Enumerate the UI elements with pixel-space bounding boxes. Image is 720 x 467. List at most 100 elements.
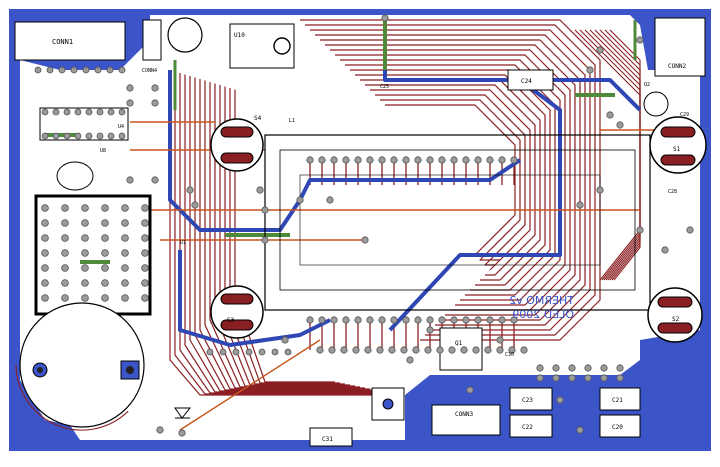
pad-via xyxy=(151,99,159,107)
pad-via xyxy=(596,186,604,194)
pad-via xyxy=(121,264,129,272)
pad-via xyxy=(85,132,93,140)
c30-label: C30 xyxy=(505,352,514,358)
pad-via xyxy=(496,346,504,354)
pad-via xyxy=(141,219,149,227)
bus-trace xyxy=(204,80,365,389)
pad-via xyxy=(450,156,458,164)
pad-via xyxy=(616,121,624,129)
pad-via xyxy=(436,346,444,354)
pad-via xyxy=(191,201,199,209)
pad-via xyxy=(466,386,474,394)
bus-trace xyxy=(380,99,521,261)
pad-via xyxy=(460,346,468,354)
pad-via xyxy=(81,249,89,257)
pad-via xyxy=(61,204,69,212)
switch-s1 xyxy=(649,116,707,174)
pad-via xyxy=(636,226,644,234)
pad-via xyxy=(536,364,544,372)
pad-via xyxy=(178,429,186,437)
oled-display-outline xyxy=(264,134,651,311)
pad-via xyxy=(342,316,350,324)
c22-body xyxy=(509,414,553,438)
bus-trace xyxy=(174,71,395,395)
pad-via xyxy=(306,156,314,164)
pad-via xyxy=(448,346,456,354)
pad-via xyxy=(296,196,304,204)
pad-via xyxy=(552,364,560,372)
u4-label: U4 xyxy=(118,124,124,130)
pad-via xyxy=(81,264,89,272)
power-trace xyxy=(383,20,562,332)
pad-via xyxy=(414,316,422,324)
u10-tab-hole xyxy=(273,37,291,55)
pad-via xyxy=(101,219,109,227)
pad-via xyxy=(318,316,326,324)
pad-via xyxy=(41,219,49,227)
u8-label: U8 xyxy=(100,148,106,154)
conn2-body xyxy=(654,17,706,77)
pad-via xyxy=(352,346,360,354)
conn3-body xyxy=(431,404,501,436)
pad-via xyxy=(101,204,109,212)
pad-via xyxy=(484,346,492,354)
pad-via xyxy=(258,348,266,356)
pad-via xyxy=(61,234,69,242)
pad-via xyxy=(330,316,338,324)
l1-label: L1 xyxy=(289,118,295,124)
pad-via xyxy=(600,364,608,372)
pad-via xyxy=(600,374,608,382)
c20-label: C20 xyxy=(612,424,623,431)
pad-via xyxy=(661,246,669,254)
pad-via xyxy=(70,66,78,74)
pad-via xyxy=(34,66,42,74)
pad-via xyxy=(390,316,398,324)
pad-via xyxy=(426,156,434,164)
pad-via xyxy=(256,186,264,194)
pad-via xyxy=(52,108,60,116)
pad-via xyxy=(74,132,82,140)
trimmer-wiper xyxy=(382,398,394,410)
arc-trace xyxy=(15,364,129,431)
s3-label: S3 xyxy=(227,317,235,324)
c21-label: C21 xyxy=(612,397,623,404)
pad-via xyxy=(63,132,71,140)
pad-via xyxy=(82,66,90,74)
pad-via xyxy=(596,46,604,54)
pad-via xyxy=(326,196,334,204)
bus-trace xyxy=(325,44,576,316)
transistor-top-body xyxy=(167,17,203,53)
pad-via xyxy=(156,426,164,434)
pad-via xyxy=(232,348,240,356)
switch-s4 xyxy=(210,118,264,172)
pad-via xyxy=(586,66,594,74)
pad-via xyxy=(101,279,109,287)
conn4-label: CONN4 xyxy=(142,68,157,74)
pad-via xyxy=(52,132,60,140)
bus-trace xyxy=(199,79,370,390)
pad-via xyxy=(378,316,386,324)
pad-via xyxy=(74,108,82,116)
pad-via xyxy=(61,219,69,227)
bus-trace xyxy=(214,83,355,387)
s1-label: S1 xyxy=(673,146,681,153)
power-trace xyxy=(168,70,522,232)
c31-body xyxy=(309,427,353,447)
pad-via xyxy=(107,108,115,116)
s4-label: S4 xyxy=(254,115,262,122)
pad-via xyxy=(552,374,560,382)
pad-via xyxy=(63,108,71,116)
pad-via xyxy=(281,336,289,344)
pad-via xyxy=(510,156,518,164)
pad-via xyxy=(424,346,432,354)
pad-via xyxy=(354,156,362,164)
pad-via xyxy=(306,316,314,324)
pad-via xyxy=(474,316,482,324)
crystal xyxy=(56,161,94,191)
pad-via xyxy=(141,234,149,242)
bus-trace xyxy=(574,29,641,281)
pad-via xyxy=(101,249,109,257)
conn2-label: CONN2 xyxy=(668,63,686,70)
pad-via xyxy=(41,234,49,242)
c20-body xyxy=(599,414,641,438)
